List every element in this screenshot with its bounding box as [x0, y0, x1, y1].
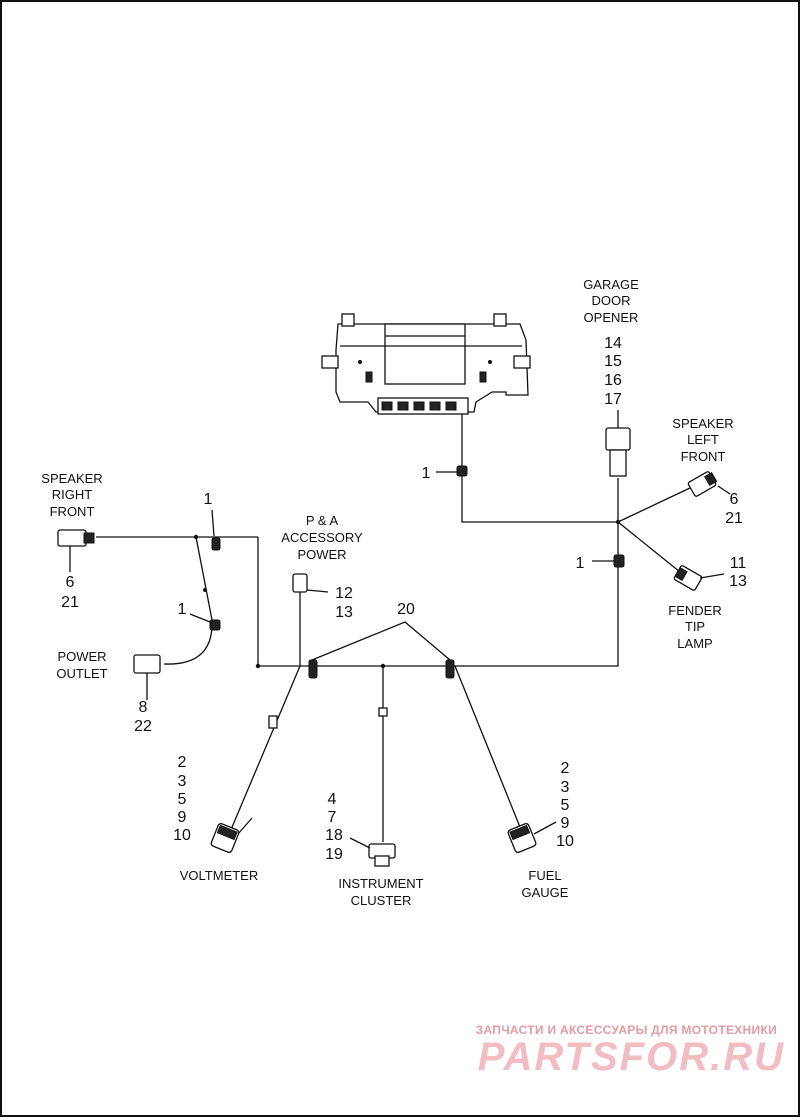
label-garage-door-opener-line1: GARAGE — [583, 277, 639, 292]
clip-garage — [436, 465, 468, 477]
num-fender-1: 11 — [730, 555, 747, 572]
callout-1-right-trunk: 1 — [576, 555, 585, 572]
fuel-gauge-connector — [507, 821, 557, 853]
label-garage-door-opener-line3: OPENER — [584, 310, 639, 325]
label-cluster-line2: CLUSTER — [351, 893, 412, 908]
power-outlet-connector — [133, 654, 161, 700]
num-fuel-1: 2 — [561, 760, 570, 777]
callout-20: 20 — [397, 601, 415, 618]
num-cluster-4: 19 — [325, 846, 343, 863]
voltmeter-connector — [210, 817, 253, 853]
num-power-outlet-2: 22 — [134, 718, 152, 735]
label-voltmeter: VOLTMETER — [180, 868, 259, 883]
callout-1-power-outlet: 1 — [178, 601, 187, 618]
voltmeter-wire-marker — [268, 715, 278, 729]
num-fuel-4: 9 — [561, 815, 570, 832]
radio-module — [321, 313, 531, 415]
callout-1-garage: 1 — [422, 465, 431, 482]
connectors — [57, 410, 731, 867]
clip-right-speaker — [211, 509, 221, 551]
num-voltmeter-5: 10 — [173, 827, 191, 844]
num-voltmeter-2: 3 — [178, 773, 187, 790]
label-cluster-line1: INSTRUMENT — [338, 876, 423, 891]
pa-accessory-power-connector — [292, 573, 329, 593]
labels: GARAGE DOOR OPENER 14 15 16 17 SPEAKER L… — [41, 277, 747, 908]
num-voltmeter-1: 2 — [178, 754, 187, 771]
harness-wires — [96, 410, 691, 842]
label-speaker-right-front-line1: SPEAKER — [41, 471, 102, 486]
label-speaker-left-front-line1: SPEAKER — [672, 416, 733, 431]
watermark-tagline: ЗАПЧАСТИ И АКСЕССУАРЫ ДЛЯ МОТОТЕХНИКИ — [476, 1023, 777, 1037]
num-fuel-2: 3 — [561, 779, 570, 796]
callout-1-right-speaker: 1 — [204, 491, 213, 508]
num-speaker-right-2: 21 — [61, 594, 79, 611]
watermark: ЗАПЧАСТИ И АКСЕССУАРЫ ДЛЯ МОТОТЕХНИКИ PA… — [476, 1023, 785, 1079]
num-voltmeter-4: 9 — [178, 809, 187, 826]
label-fender-line2: TIP — [685, 619, 705, 634]
label-speaker-right-front-line3: FRONT — [50, 504, 95, 519]
garage-door-opener-connector — [605, 410, 631, 477]
num-pa-1: 12 — [335, 585, 353, 602]
num-speaker-left-2: 21 — [725, 510, 743, 527]
speaker-left-front-connector — [687, 471, 731, 497]
label-fuel-line2: GAUGE — [522, 885, 569, 900]
label-fender-line1: FENDER — [668, 603, 721, 618]
label-power-outlet-line1: POWER — [57, 649, 106, 664]
label-fender-line3: LAMP — [677, 636, 712, 651]
instrument-cluster-wire-marker — [378, 707, 388, 717]
label-power-outlet-line2: OUTLET — [56, 666, 107, 681]
num-pa-2: 13 — [335, 604, 353, 621]
num-power-outlet-1: 8 — [139, 699, 148, 716]
label-fuel-line1: FUEL — [528, 868, 561, 883]
instrument-cluster-connector — [349, 837, 396, 867]
num-cluster-3: 18 — [325, 827, 343, 844]
num-garage-3: 16 — [604, 372, 622, 389]
num-voltmeter-3: 5 — [178, 791, 187, 808]
label-pa-line3: POWER — [297, 547, 346, 562]
num-speaker-left-1: 6 — [730, 491, 739, 508]
num-fuel-5: 10 — [556, 833, 574, 850]
clip-20-right — [445, 659, 455, 679]
num-garage-1: 14 — [604, 335, 622, 352]
clips — [189, 465, 625, 679]
watermark-logo: PARTSFOR.RU — [478, 1035, 785, 1079]
speaker-right-front-connector — [57, 529, 95, 572]
label-garage-door-opener-line2: DOOR — [592, 293, 631, 308]
clip-right-trunk — [592, 554, 625, 568]
label-pa-line2: ACCESSORY — [281, 530, 363, 545]
num-fuel-3: 5 — [561, 797, 570, 814]
label-speaker-left-front-line3: FRONT — [681, 449, 726, 464]
fender-tip-lamp-connector — [673, 565, 725, 591]
clip-20-left — [308, 659, 318, 679]
num-garage-2: 15 — [604, 353, 622, 370]
num-cluster-2: 7 — [328, 809, 337, 826]
num-speaker-right-1: 6 — [66, 574, 75, 591]
label-pa-line1: P & A — [306, 513, 339, 528]
clip-power-outlet — [189, 613, 221, 631]
num-fender-2: 13 — [729, 573, 747, 590]
label-speaker-left-front-line2: LEFT — [687, 432, 719, 447]
num-cluster-1: 4 — [328, 791, 337, 808]
label-speaker-right-front-line2: RIGHT — [52, 487, 93, 502]
num-garage-4: 17 — [604, 391, 622, 408]
